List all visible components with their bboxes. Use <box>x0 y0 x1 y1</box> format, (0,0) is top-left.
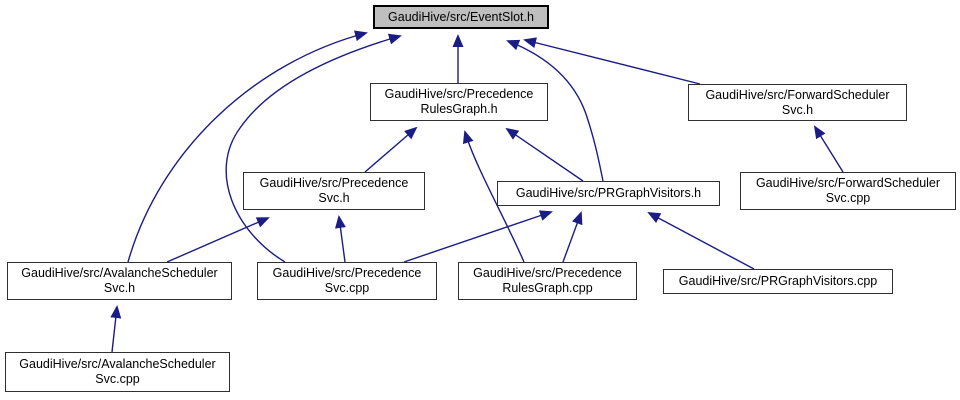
node-forwardschedulersvc-cpp[interactable]: GaudiHive/src/ForwardScheduler Svc.cpp <box>740 172 956 210</box>
edge-fss_cpp-to-fss_h <box>813 125 844 173</box>
node-precedencesvc-cpp[interactable]: GaudiHive/src/Precedence Svc.cpp <box>257 262 437 300</box>
node-label: Svc.cpp <box>95 372 140 386</box>
node-prgraphvisitors-h[interactable]: GaudiHive/src/PRGraphVisitors.h <box>497 181 720 206</box>
node-label: GaudiHive/src/Precedence <box>272 266 422 280</box>
node-label: GaudiHive/src/PRGraphVisitors.cpp <box>678 274 878 288</box>
edge-prgv_cpp-to-prgv_h <box>647 212 755 270</box>
node-label: RulesGraph.h <box>420 102 498 116</box>
node-eventslot-h[interactable]: GaudiHive/src/EventSlot.h <box>373 5 549 29</box>
edge-ps_h-to-prg_h <box>364 126 418 173</box>
node-label: Svc.h <box>781 102 814 117</box>
node-label: GaudiHive/src/Precedence <box>473 266 622 280</box>
node-label: GaudiHive/src/Precedence <box>384 87 534 101</box>
edge-prg_cpp-to-prgv_h <box>562 211 583 263</box>
node-label: Svc.h <box>103 281 136 295</box>
node-label: GaudiHive/src/PRGraphVisitors.h <box>515 186 702 200</box>
node-label: Svc.h <box>318 191 350 205</box>
node-label: GaudiHive/src/ForwardScheduler <box>755 176 941 190</box>
edge-fss_h-to-eventslot_h <box>523 37 701 85</box>
edge-avs_cpp-to-avs_h <box>110 305 122 353</box>
edge-avs_h-to-ps_h <box>166 217 270 263</box>
edge-avs_h-to-eventslot_h <box>127 30 368 263</box>
edge-ps_cpp-to-prgv_h <box>403 210 553 263</box>
edge-prgv_h-to-prg_h <box>505 127 584 182</box>
node-avalancheschedulersvc-cpp[interactable]: GaudiHive/src/AvalancheScheduler Svc.cpp <box>5 352 230 392</box>
edge-prg_cpp-to-prg_h <box>462 130 525 263</box>
node-precedencerulesgraph-h[interactable]: GaudiHive/src/Precedence RulesGraph.h <box>370 83 548 121</box>
node-label: Svc.cpp <box>825 191 871 205</box>
node-label: GaudiHive/src/Precedence <box>259 176 409 190</box>
edge-ps_cpp-to-ps_h <box>335 215 346 263</box>
node-forwardschedulersvc-h[interactable]: GaudiHive/src/ForwardScheduler Svc.h <box>688 84 907 121</box>
node-label: GaudiHive/src/ForwardScheduler <box>705 87 890 102</box>
node-precedencesvc-h[interactable]: GaudiHive/src/Precedence Svc.h <box>243 172 425 210</box>
node-label: RulesGraph.cpp <box>502 281 593 295</box>
node-label: GaudiHive/src/EventSlot.h <box>388 9 534 24</box>
node-label: GaudiHive/src/AvalancheScheduler <box>21 266 218 280</box>
edge-prgv_h-to-eventslot_h <box>506 39 604 182</box>
node-prgraphvisitors-cpp[interactable]: GaudiHive/src/PRGraphVisitors.cpp <box>663 269 893 294</box>
node-avalancheschedulersvc-h[interactable]: GaudiHive/src/AvalancheScheduler Svc.h <box>7 262 232 300</box>
edge-ps_cpp-to-eventslot_h <box>225 33 402 263</box>
node-label: GaudiHive/src/AvalancheScheduler <box>19 357 216 371</box>
node-precedencerulesgraph-cpp[interactable]: GaudiHive/src/Precedence RulesGraph.cpp <box>458 262 637 300</box>
node-label: Svc.cpp <box>324 281 370 295</box>
